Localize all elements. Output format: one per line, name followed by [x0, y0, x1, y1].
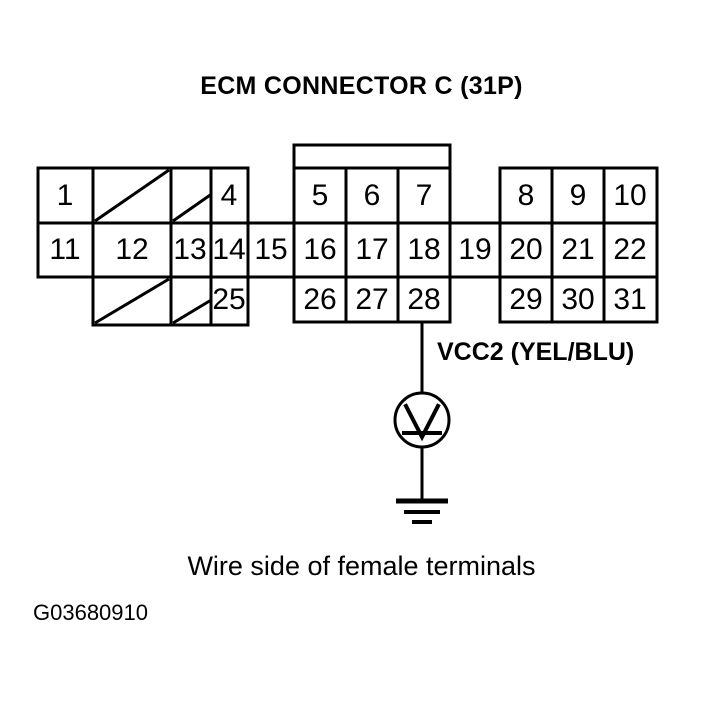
- pin-cell-1[interactable]: [36, 166, 95, 225]
- pin-label-25: 25: [212, 283, 245, 316]
- pin-label-11: 11: [49, 233, 80, 266]
- pin-label-1: 1: [57, 179, 74, 212]
- pin-label-7: 7: [416, 179, 433, 212]
- pin-cell-9[interactable]: [550, 166, 606, 225]
- pin-label-26: 26: [303, 283, 336, 316]
- vcc2-signal-label: VCC2 (YEL/BLU): [437, 338, 635, 366]
- measurement-circuit: [393, 322, 451, 524]
- pin-label-8: 8: [518, 179, 535, 212]
- pin-cell-25[interactable]: [209, 275, 250, 327]
- pin-label-22: 22: [613, 233, 646, 266]
- pin-label-19: 19: [458, 233, 491, 266]
- pin-cell-22[interactable]: [602, 221, 659, 279]
- pin-cell-31[interactable]: [602, 275, 659, 324]
- right-block: [498, 166, 659, 324]
- pin-label-21: 21: [561, 233, 594, 266]
- connector-latch-bar: [292, 143, 452, 170]
- pin-label-27: 27: [355, 283, 388, 316]
- pin-label-6: 6: [364, 179, 381, 212]
- voltmeter-v-glyph: [403, 403, 441, 442]
- pin-label-20: 20: [509, 233, 542, 266]
- pin-label-5: 5: [312, 179, 329, 212]
- pin-number-labels: 1 4 5 6 7 8 9 10 11 12 13 14 15 16 17 18…: [49, 179, 646, 316]
- pin-cell-6[interactable]: [344, 166, 400, 225]
- pin-label-9: 9: [570, 179, 587, 212]
- pin-label-31: 31: [613, 283, 646, 316]
- pin-label-13: 13: [173, 233, 206, 266]
- column-4-group: [209, 166, 250, 327]
- diagram-caption: Wire side of female terminals: [187, 551, 536, 581]
- pin-label-30: 30: [561, 283, 594, 316]
- pin-label-4: 4: [221, 179, 238, 212]
- pin-label-15: 15: [254, 233, 287, 266]
- pin-cell-12[interactable]: [91, 221, 173, 279]
- figure-id-label: G03680910: [33, 600, 148, 625]
- pin-label-28: 28: [407, 283, 440, 316]
- pin-cell-26[interactable]: [292, 275, 348, 324]
- pin-label-29: 29: [509, 283, 542, 316]
- pin-cell-10[interactable]: [602, 166, 659, 225]
- pin-label-17: 17: [355, 233, 388, 266]
- page-title: ECM CONNECTOR C (31P): [200, 72, 523, 100]
- pin-label-14: 14: [212, 233, 245, 266]
- pin-label-12: 12: [115, 233, 148, 266]
- center-block: [292, 143, 452, 324]
- pin-label-18: 18: [407, 233, 440, 266]
- pin-cell-18[interactable]: [396, 221, 452, 279]
- pin-label-16: 16: [303, 233, 336, 266]
- pin-cell-27[interactable]: [344, 275, 400, 324]
- pin-cell-7[interactable]: [396, 166, 452, 225]
- pin-label-10: 10: [613, 179, 646, 212]
- blank-slash-r1c2: [94, 168, 170, 223]
- pin-cell-28[interactable]: [396, 275, 452, 324]
- blank-slash-r3c2: [94, 277, 170, 325]
